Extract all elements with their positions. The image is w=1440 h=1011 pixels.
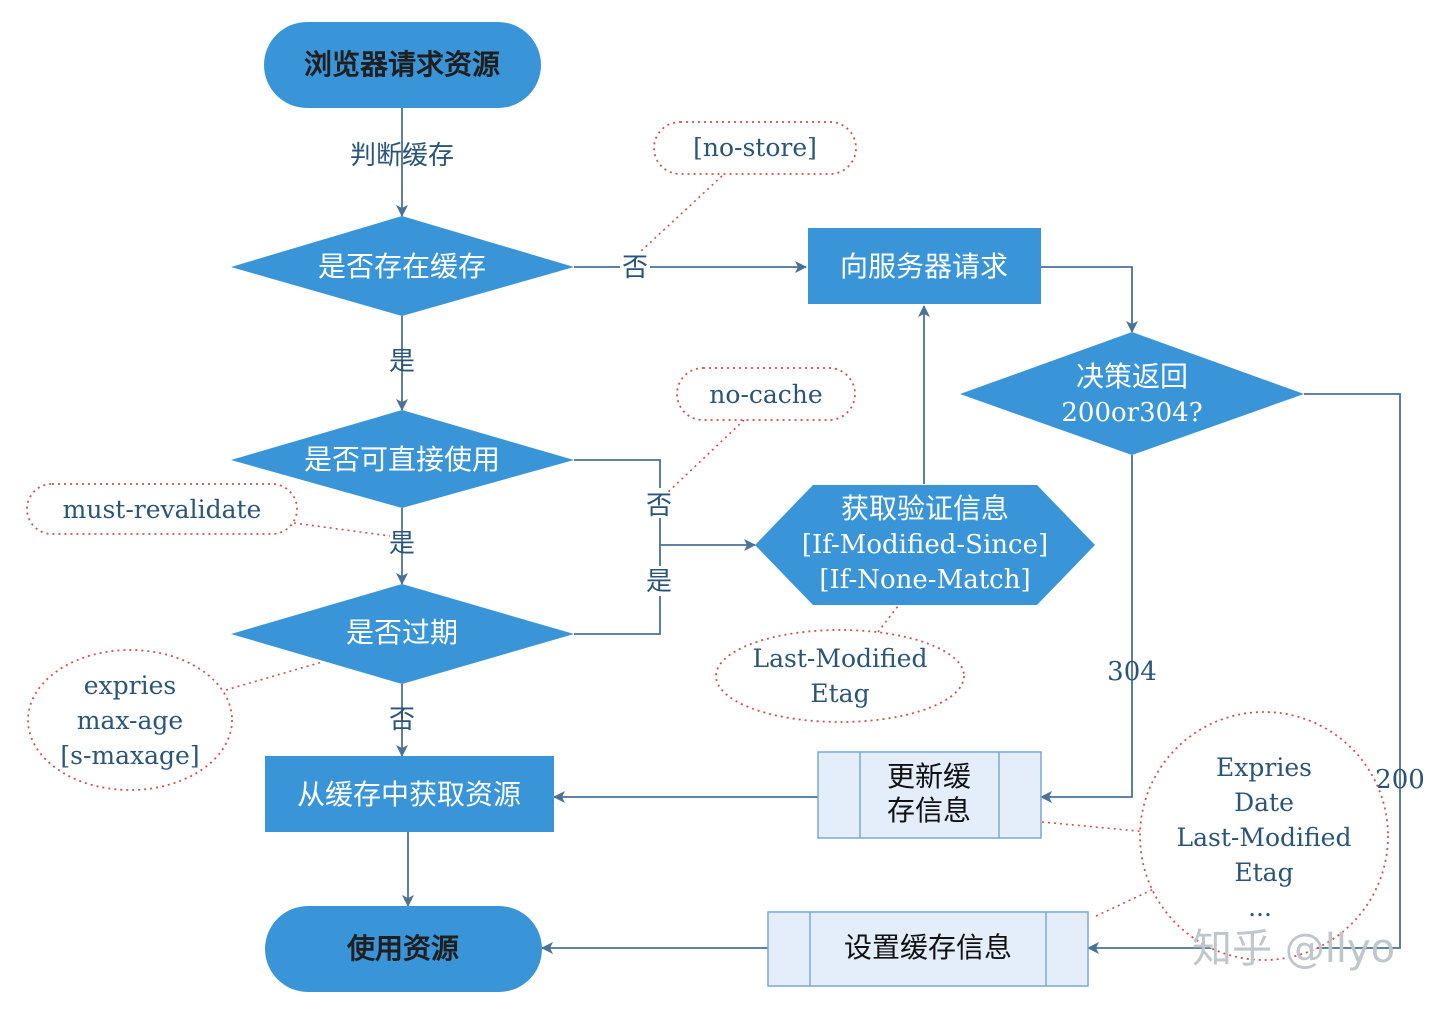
node-request-server: 向服务器请求	[808, 228, 1041, 304]
note-expiry: expries max-age [s-maxage]	[27, 649, 233, 791]
node-use: 使用资源	[265, 906, 542, 992]
node-decide: 决策返回 200or304?	[960, 332, 1304, 455]
label-no-1: 否	[622, 253, 648, 283]
node-can-use: 是否可直接使用	[231, 410, 574, 508]
node-has-cache: 是否存在缓存	[231, 216, 574, 316]
edge-request-to-decide	[1041, 266, 1138, 333]
note-must-revalidate-label: must-revalidate	[63, 495, 262, 524]
note-headers-line2: Date	[1234, 788, 1294, 817]
edge-labels: 判断缓存 否 是 否 是 是 否 304 200	[350, 141, 1425, 795]
edge-expired-yes-loop	[574, 596, 661, 635]
note-validators-line2: Etag	[810, 679, 869, 708]
note-headers-line1: Expries	[1216, 753, 1312, 782]
label-judge-cache: 判断缓存	[350, 141, 454, 171]
note-no-store: [no-store]	[653, 121, 857, 175]
note-validators: Last-Modified Etag	[715, 629, 965, 723]
node-has-cache-label: 是否存在缓存	[318, 250, 486, 283]
note-must-revalidate: must-revalidate	[26, 483, 298, 535]
node-set-cache: 设置缓存信息	[767, 911, 1089, 987]
note-expiry-line1: expries	[84, 671, 176, 700]
node-from-cache-label: 从缓存中获取资源	[297, 778, 521, 811]
note-headers-line4: Etag	[1234, 858, 1293, 887]
note-no-cache: no-cache	[676, 367, 856, 421]
note-no-cache-label: no-cache	[709, 380, 822, 409]
node-expired: 是否过期	[231, 584, 574, 684]
note-validators-line1: Last-Modified	[753, 644, 928, 673]
node-decide-line2: 200or304?	[1061, 398, 1202, 428]
node-validate-line1: 获取验证信息	[841, 492, 1009, 525]
node-set-cache-label: 设置缓存信息	[844, 931, 1012, 964]
node-request-server-label: 向服务器请求	[840, 250, 1008, 283]
node-from-cache: 从缓存中获取资源	[265, 756, 554, 832]
label-no-2: 否	[646, 491, 672, 521]
note-headers: Expries Date Last-Modified Etag ...	[1139, 711, 1389, 961]
note-headers-line5: ...	[1248, 893, 1272, 922]
note-no-store-label: [no-store]	[693, 133, 817, 162]
node-decide-line1: 决策返回	[1076, 360, 1188, 393]
label-yes-3: 是	[646, 567, 672, 597]
node-update-line1: 更新缓	[887, 760, 971, 793]
note-headers-line3: Last-Modified	[1177, 823, 1352, 852]
node-start: 浏览器请求资源	[264, 22, 541, 108]
edge-can-use-no-a	[574, 459, 661, 488]
watermark: 知乎 @llyo	[1192, 926, 1395, 972]
note-expiry-line3: [s-maxage]	[60, 741, 199, 770]
edge-decide-304	[1040, 455, 1133, 803]
note-connectors	[225, 175, 1157, 917]
node-expired-label: 是否过期	[346, 616, 458, 649]
label-yes-2: 是	[389, 529, 415, 559]
note-expiry-line2: max-age	[77, 706, 183, 735]
node-use-label: 使用资源	[346, 932, 459, 965]
label-200: 200	[1375, 765, 1425, 795]
node-update-cache: 更新缓 存信息	[817, 751, 1042, 839]
node-update-line2: 存信息	[887, 794, 971, 827]
node-validate-line3: [If-None-Match]	[819, 565, 1030, 595]
label-no-3: 否	[389, 705, 415, 735]
node-can-use-label: 是否可直接使用	[304, 443, 500, 476]
label-304: 304	[1107, 657, 1157, 687]
node-validate: 获取验证信息 [If-Modified-Since] [If-None-Matc…	[755, 485, 1095, 605]
label-yes-1: 是	[389, 347, 415, 377]
node-start-label: 浏览器请求资源	[304, 48, 500, 81]
node-validate-line2: [If-Modified-Since]	[802, 530, 1048, 560]
